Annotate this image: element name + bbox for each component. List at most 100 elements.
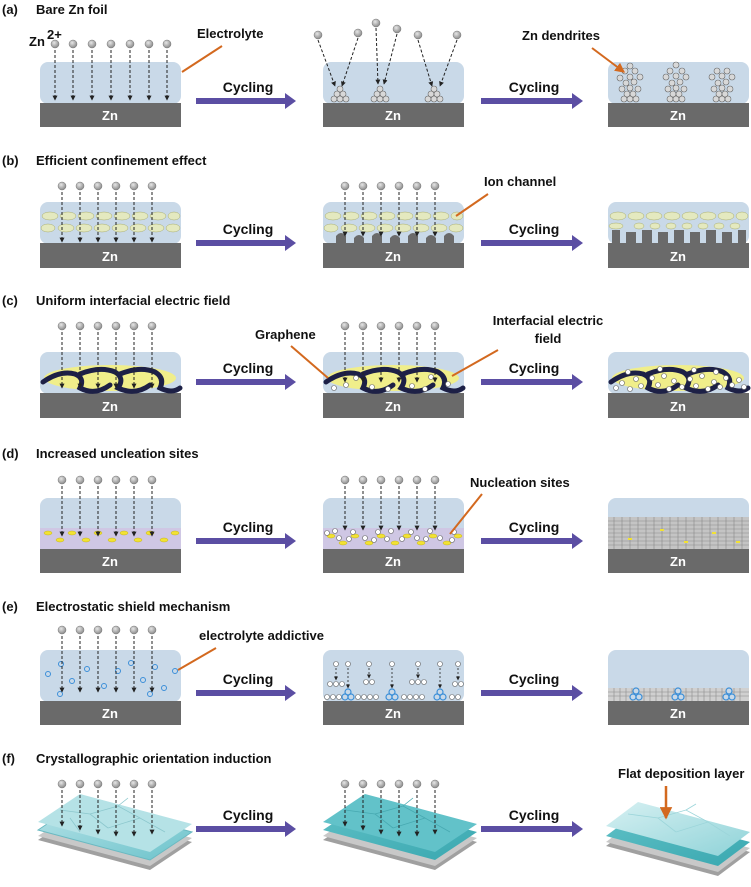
ion-arrows (52, 50, 170, 101)
panel-a-stage-3: Zn Zn dendrites (522, 28, 749, 127)
deposited-zn (331, 374, 451, 392)
field-label-line1: Interfacial electric (493, 313, 604, 328)
cycling-label: Cycling (509, 671, 560, 687)
dense-zn-grid (608, 517, 749, 550)
panel-e-stage-3: Zn (608, 650, 749, 725)
ion-arrows (342, 332, 438, 383)
deposit-clusters (330, 85, 444, 103)
panel-c: Zn Cycling Zn (40, 313, 751, 418)
panel-f-stage-2 (323, 779, 477, 870)
cycling-label: Cycling (223, 360, 274, 376)
cycling-arrow-b2: Cycling (481, 221, 583, 251)
ion-arrows (342, 192, 438, 237)
zn-electrode-label: Zn (385, 554, 401, 569)
cycling-label: Cycling (223, 807, 274, 823)
dense-zn-layer (608, 517, 749, 550)
dendrites-label: Zn dendrites (522, 28, 600, 43)
panel-a: Zn Zn 2+ Electrolyte Cycling (29, 18, 749, 127)
cycling-arrow-d1: Cycling (196, 519, 296, 549)
ion-label: Zn (29, 34, 45, 49)
ion-arrows (342, 790, 438, 837)
zn-ions (50, 39, 172, 49)
zn-ions (340, 321, 440, 331)
panel-b: Zn Cycling (40, 174, 749, 268)
cycling-arrow-e2: Cycling (481, 671, 583, 701)
additive-shields (629, 687, 736, 701)
panel-f-letter: (f) (2, 751, 15, 766)
zn-ions (333, 661, 461, 667)
cycling-arrow-c2: Cycling (481, 360, 583, 390)
panel-d: Zn Cycling Zn (40, 475, 749, 573)
zn-dendrites (616, 61, 736, 103)
flat-layer-label: Flat deposition layer (618, 766, 744, 781)
deposited-zn (324, 679, 464, 700)
panel-b-stage-2: Zn Ion channel (323, 174, 556, 268)
zn-electrode-label: Zn (385, 108, 401, 123)
cycling-label: Cycling (509, 79, 560, 95)
zn-crystal-slab (323, 794, 477, 870)
zn-electrode-label: Zn (102, 249, 118, 264)
zn-electrode-label: Zn (670, 554, 686, 569)
cycling-label: Cycling (223, 79, 274, 95)
zn-ions (57, 321, 157, 331)
nucleation-pointer (449, 493, 483, 535)
panel-c-heading: Uniform interfacial electric field (36, 293, 230, 308)
cycling-label: Cycling (223, 519, 274, 535)
additive-shields (341, 688, 447, 701)
zn-ions (313, 18, 462, 40)
panel-c-letter: (c) (2, 293, 18, 308)
electrolyte-label: Electrolyte (197, 26, 263, 41)
cycling-arrow-e1: Cycling (196, 671, 296, 701)
deposited-zn (324, 528, 457, 543)
panel-e-heading: Electrostatic shield mechanism (36, 599, 230, 614)
panel-c-title: (c) Uniform interfacial electric field (2, 293, 230, 308)
cycling-arrow-d2: Cycling (481, 519, 583, 549)
additive-pointer (177, 647, 217, 671)
ion-channel-blobs (608, 211, 749, 230)
nucleation-label: Nucleation sites (470, 475, 570, 490)
cycling-label: Cycling (223, 221, 274, 237)
cycling-label: Cycling (509, 807, 560, 823)
ion-channel-label: Ion channel (484, 174, 556, 189)
graphene-pointer (290, 345, 329, 379)
deposited-zn (613, 366, 747, 392)
zn-electrode-label: Zn (670, 706, 686, 721)
cycling-label: Cycling (509, 360, 560, 376)
electrolyte-pointer (181, 45, 223, 73)
graphene-sheets (40, 366, 183, 394)
cycling-arrow-c1: Cycling (196, 360, 296, 390)
cycling-arrow-a2: Cycling (481, 79, 583, 109)
zn-electrode-label: Zn (385, 249, 401, 264)
cycling-arrow-a1: Cycling (196, 79, 296, 109)
dendrites-pointer (591, 47, 625, 73)
ion-arrows (342, 486, 438, 531)
zn-ions (57, 625, 157, 635)
panel-b-title: (b) Efficient confinement effect (2, 153, 207, 168)
panel-e-stage-2: Zn (323, 650, 464, 725)
zn-electrode-label: Zn (385, 706, 401, 721)
ion-channel-pointer (455, 193, 489, 217)
cycling-label: Cycling (509, 221, 560, 237)
zn-ions (340, 181, 440, 191)
ion-arrows (59, 790, 155, 837)
panel-a-stage-2: Zn (313, 18, 464, 127)
nucleation-sites (628, 529, 740, 543)
zn-electrode (40, 103, 181, 127)
zn-electrode-label: Zn (670, 249, 686, 264)
panel-a-title: (a) Bare Zn foil (2, 2, 108, 17)
panel-f-heading: Crystallographic orientation induction (36, 751, 272, 766)
panel-c-stage-3: Zn (608, 352, 751, 418)
panel-a-letter: (a) (2, 2, 18, 17)
cycling-arrow-f1: Cycling (196, 807, 296, 837)
ion-arrows (59, 486, 155, 537)
zn-ions (340, 779, 440, 789)
panel-e-title: (e) Electrostatic shield mechanism (2, 599, 230, 614)
zn-electrode-label: Zn (670, 399, 686, 414)
field-pointer (451, 349, 499, 377)
panel-e-stage-1: Zn electrolyte addictive (40, 625, 324, 725)
panel-d-stage-2: Zn Nucleation sites (323, 475, 570, 573)
panel-f: Cycling Cycling (36, 766, 750, 876)
panel-a-stage-1: Zn Zn 2+ Electrolyte (29, 26, 263, 127)
zn-electrode-label: Zn (385, 399, 401, 414)
panel-f-title: (f) Crystallographic orientation inducti… (2, 751, 272, 766)
